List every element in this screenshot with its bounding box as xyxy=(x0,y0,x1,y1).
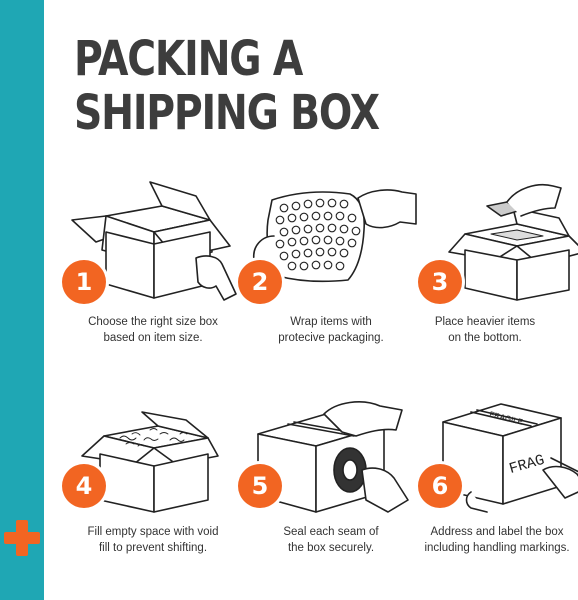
step-3-badge: 3 xyxy=(418,260,462,304)
step-4: 4 Fill empty space with void fill to pre… xyxy=(60,400,246,590)
step-3-caption: Place heavier items on the bottom. xyxy=(434,316,536,344)
step-6-caption: Address and label the box including hand… xyxy=(424,526,570,554)
step-5-caption: Seal each seam of the box securely. xyxy=(283,526,379,554)
labeled-box-icon: FRAGILE FRAG xyxy=(442,403,578,513)
title-line-2: SHIPPING BOX xyxy=(74,85,380,141)
plus-icon xyxy=(2,518,42,558)
step-5-badge: 5 xyxy=(238,464,282,508)
step-4-caption: Fill empty space with void fill to preve… xyxy=(87,526,219,554)
step-4-badge: 4 xyxy=(62,464,106,508)
title-line-1: PACKING A xyxy=(74,31,303,87)
step-1-badge: 1 xyxy=(62,260,106,304)
step-2-caption: Wrap items with protecive packaging. xyxy=(278,316,384,344)
step-5: 5 Seal each seam of the box securely. xyxy=(238,400,424,590)
step-1: 1 Choose the right size box based on ite… xyxy=(60,180,246,370)
step-2: 2 Wrap items with protecive packaging. xyxy=(238,180,424,370)
void-fill-box-icon xyxy=(81,411,219,513)
box-with-item-icon xyxy=(448,184,578,301)
step-1-caption: Choose the right size box based on item … xyxy=(88,316,218,344)
step-6: FRAGILE FRAG 6 Address and label the box… xyxy=(418,400,578,590)
step-2-badge: 2 xyxy=(238,260,282,304)
bubble-wrap-icon xyxy=(252,189,417,283)
page-title: PACKING A SHIPPING BOX xyxy=(74,32,386,140)
step-3: 3 Place heavier items on the bottom. xyxy=(418,180,578,370)
teal-sidebar xyxy=(0,0,44,600)
step-6-badge: 6 xyxy=(418,464,462,508)
